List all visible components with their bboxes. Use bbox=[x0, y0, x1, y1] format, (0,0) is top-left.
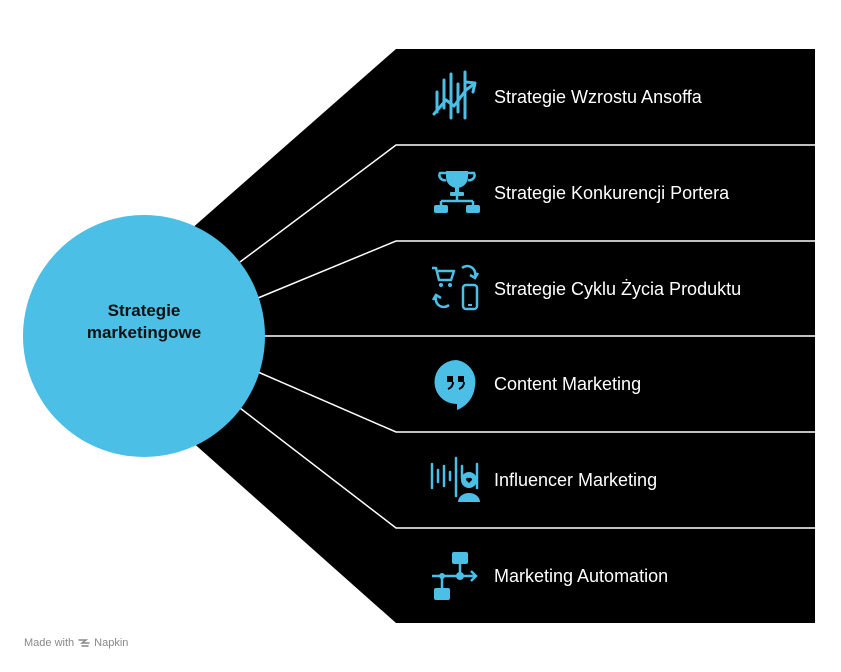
influencer-voice-icon bbox=[430, 456, 480, 502]
separator-5 bbox=[239, 407, 815, 529]
branch-separators bbox=[239, 144, 815, 529]
napkin-logo-icon bbox=[78, 639, 90, 647]
separator-4 bbox=[257, 371, 815, 433]
branch-label-porter: Strategie Konkurencji Portera bbox=[494, 183, 730, 203]
workflow-icon bbox=[432, 552, 478, 600]
separator-2 bbox=[257, 240, 815, 299]
cart-phone-cycle-icon bbox=[431, 264, 480, 311]
hub-label-line2: marketingowe bbox=[86, 323, 202, 342]
branch-label-influencer-marketing: Influencer Marketing bbox=[494, 470, 658, 490]
separator-1 bbox=[239, 144, 815, 263]
branch-label-ansoff: Strategie Wzrostu Ansoffa bbox=[494, 87, 702, 107]
branch-label-marketing-automation: Marketing Automation bbox=[494, 566, 669, 586]
hub-label-line1: Strategie bbox=[107, 301, 181, 320]
made-with-footer: Made with Napkin bbox=[24, 637, 128, 649]
hub-circle bbox=[23, 215, 265, 457]
hub-label: Strategie marketingowe bbox=[24, 300, 264, 344]
branch-label-content-marketing: Content Marketing bbox=[494, 374, 642, 394]
quote-bubble-icon bbox=[434, 360, 476, 410]
trophy-hierarchy-icon bbox=[434, 171, 480, 213]
branch-label-product-life-cycle: Strategie Cyklu Życia Produktu bbox=[494, 279, 742, 299]
made-with-text: Made with bbox=[24, 637, 75, 649]
napkin-brand-text: Napkin bbox=[94, 637, 129, 649]
growth-chart-icon bbox=[432, 70, 477, 120]
